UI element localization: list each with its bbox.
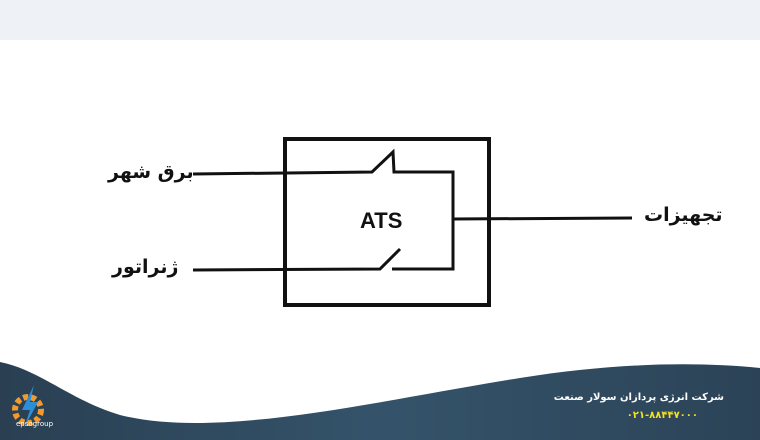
top-bar xyxy=(0,0,760,40)
epso-logo xyxy=(12,385,44,428)
equipment-label: تجهیزات xyxy=(644,204,723,226)
footer-wave xyxy=(0,362,760,440)
generator-line xyxy=(192,247,402,272)
generator-label: ژنراتور xyxy=(112,256,179,278)
grid-line xyxy=(192,148,455,271)
ats-box xyxy=(283,137,491,307)
phone-number: ۰۲۱-۸۸۴۴۷۰۰۰ xyxy=(626,410,698,421)
brand-name: epsogroup xyxy=(16,420,54,428)
output-line xyxy=(452,216,633,221)
ats-label: ATS xyxy=(360,208,403,233)
company-name: شرکت انرژی پردازان سولار صنعت xyxy=(553,392,724,403)
grid-power-label: برق شهر xyxy=(108,161,194,183)
